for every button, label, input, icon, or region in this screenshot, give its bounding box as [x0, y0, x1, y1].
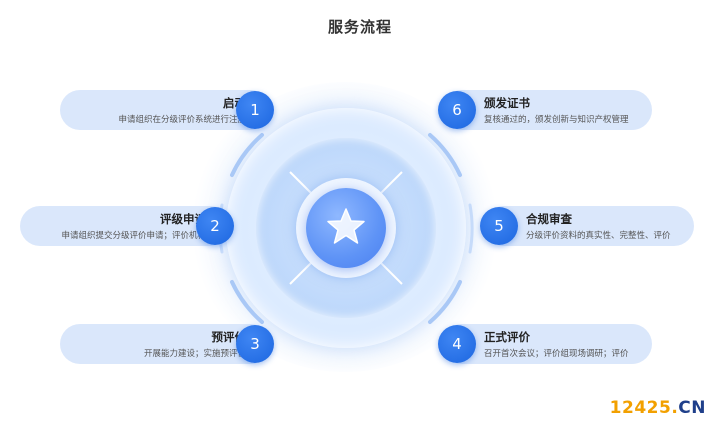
step-3-number: 3 [236, 325, 274, 363]
step-1-desc: 申请组织在分级评价系统进行注册 [118, 115, 246, 125]
step-4-number: 4 [438, 325, 476, 363]
step-2-card: 评级申请 申请组织提交分级评价申请；评价机构 [20, 206, 230, 246]
step-5-desc: 分级评价资料的真实性、完整性、评价 [526, 231, 671, 241]
step-2-number: 2 [196, 207, 234, 245]
watermark-logo: 12425.CN [610, 398, 706, 418]
step-5-number: 5 [480, 207, 518, 245]
watermark-suffix: CN [678, 398, 706, 418]
step-4-card: 正式评价 召开首次会议；评价组现场调研；评价 [442, 324, 652, 364]
step-3-card: 预评价 开展能力建设；实施预评价 [60, 324, 270, 364]
step-5-title: 合规审查 [526, 212, 572, 226]
step-4-desc: 召开首次会议；评价组现场调研；评价 [484, 349, 629, 359]
step-2-title: 评级申请 [160, 212, 206, 226]
step-2-desc: 申请组织提交分级评价申请；评价机构 [61, 231, 206, 241]
step-1-number: 1 [236, 91, 274, 129]
step-6-desc: 复核通过的，颁发创新与知识产权管理 [484, 115, 629, 125]
page-title: 服务流程 [327, 18, 392, 36]
step-5-card: 合规审查 分级评价资料的真实性、完整性、评价 [484, 206, 694, 246]
watermark-number: 12425 [609, 398, 672, 418]
step-6-card: 颁发证书 复核通过的，颁发创新与知识产权管理 [442, 90, 652, 130]
step-6-number: 6 [438, 91, 476, 129]
step-4-title: 正式评价 [484, 330, 530, 344]
watermark-dot: . [671, 398, 679, 418]
step-3-desc: 开展能力建设；实施预评价 [143, 349, 246, 359]
star-icon [327, 208, 365, 244]
step-6-title: 颁发证书 [484, 96, 530, 110]
